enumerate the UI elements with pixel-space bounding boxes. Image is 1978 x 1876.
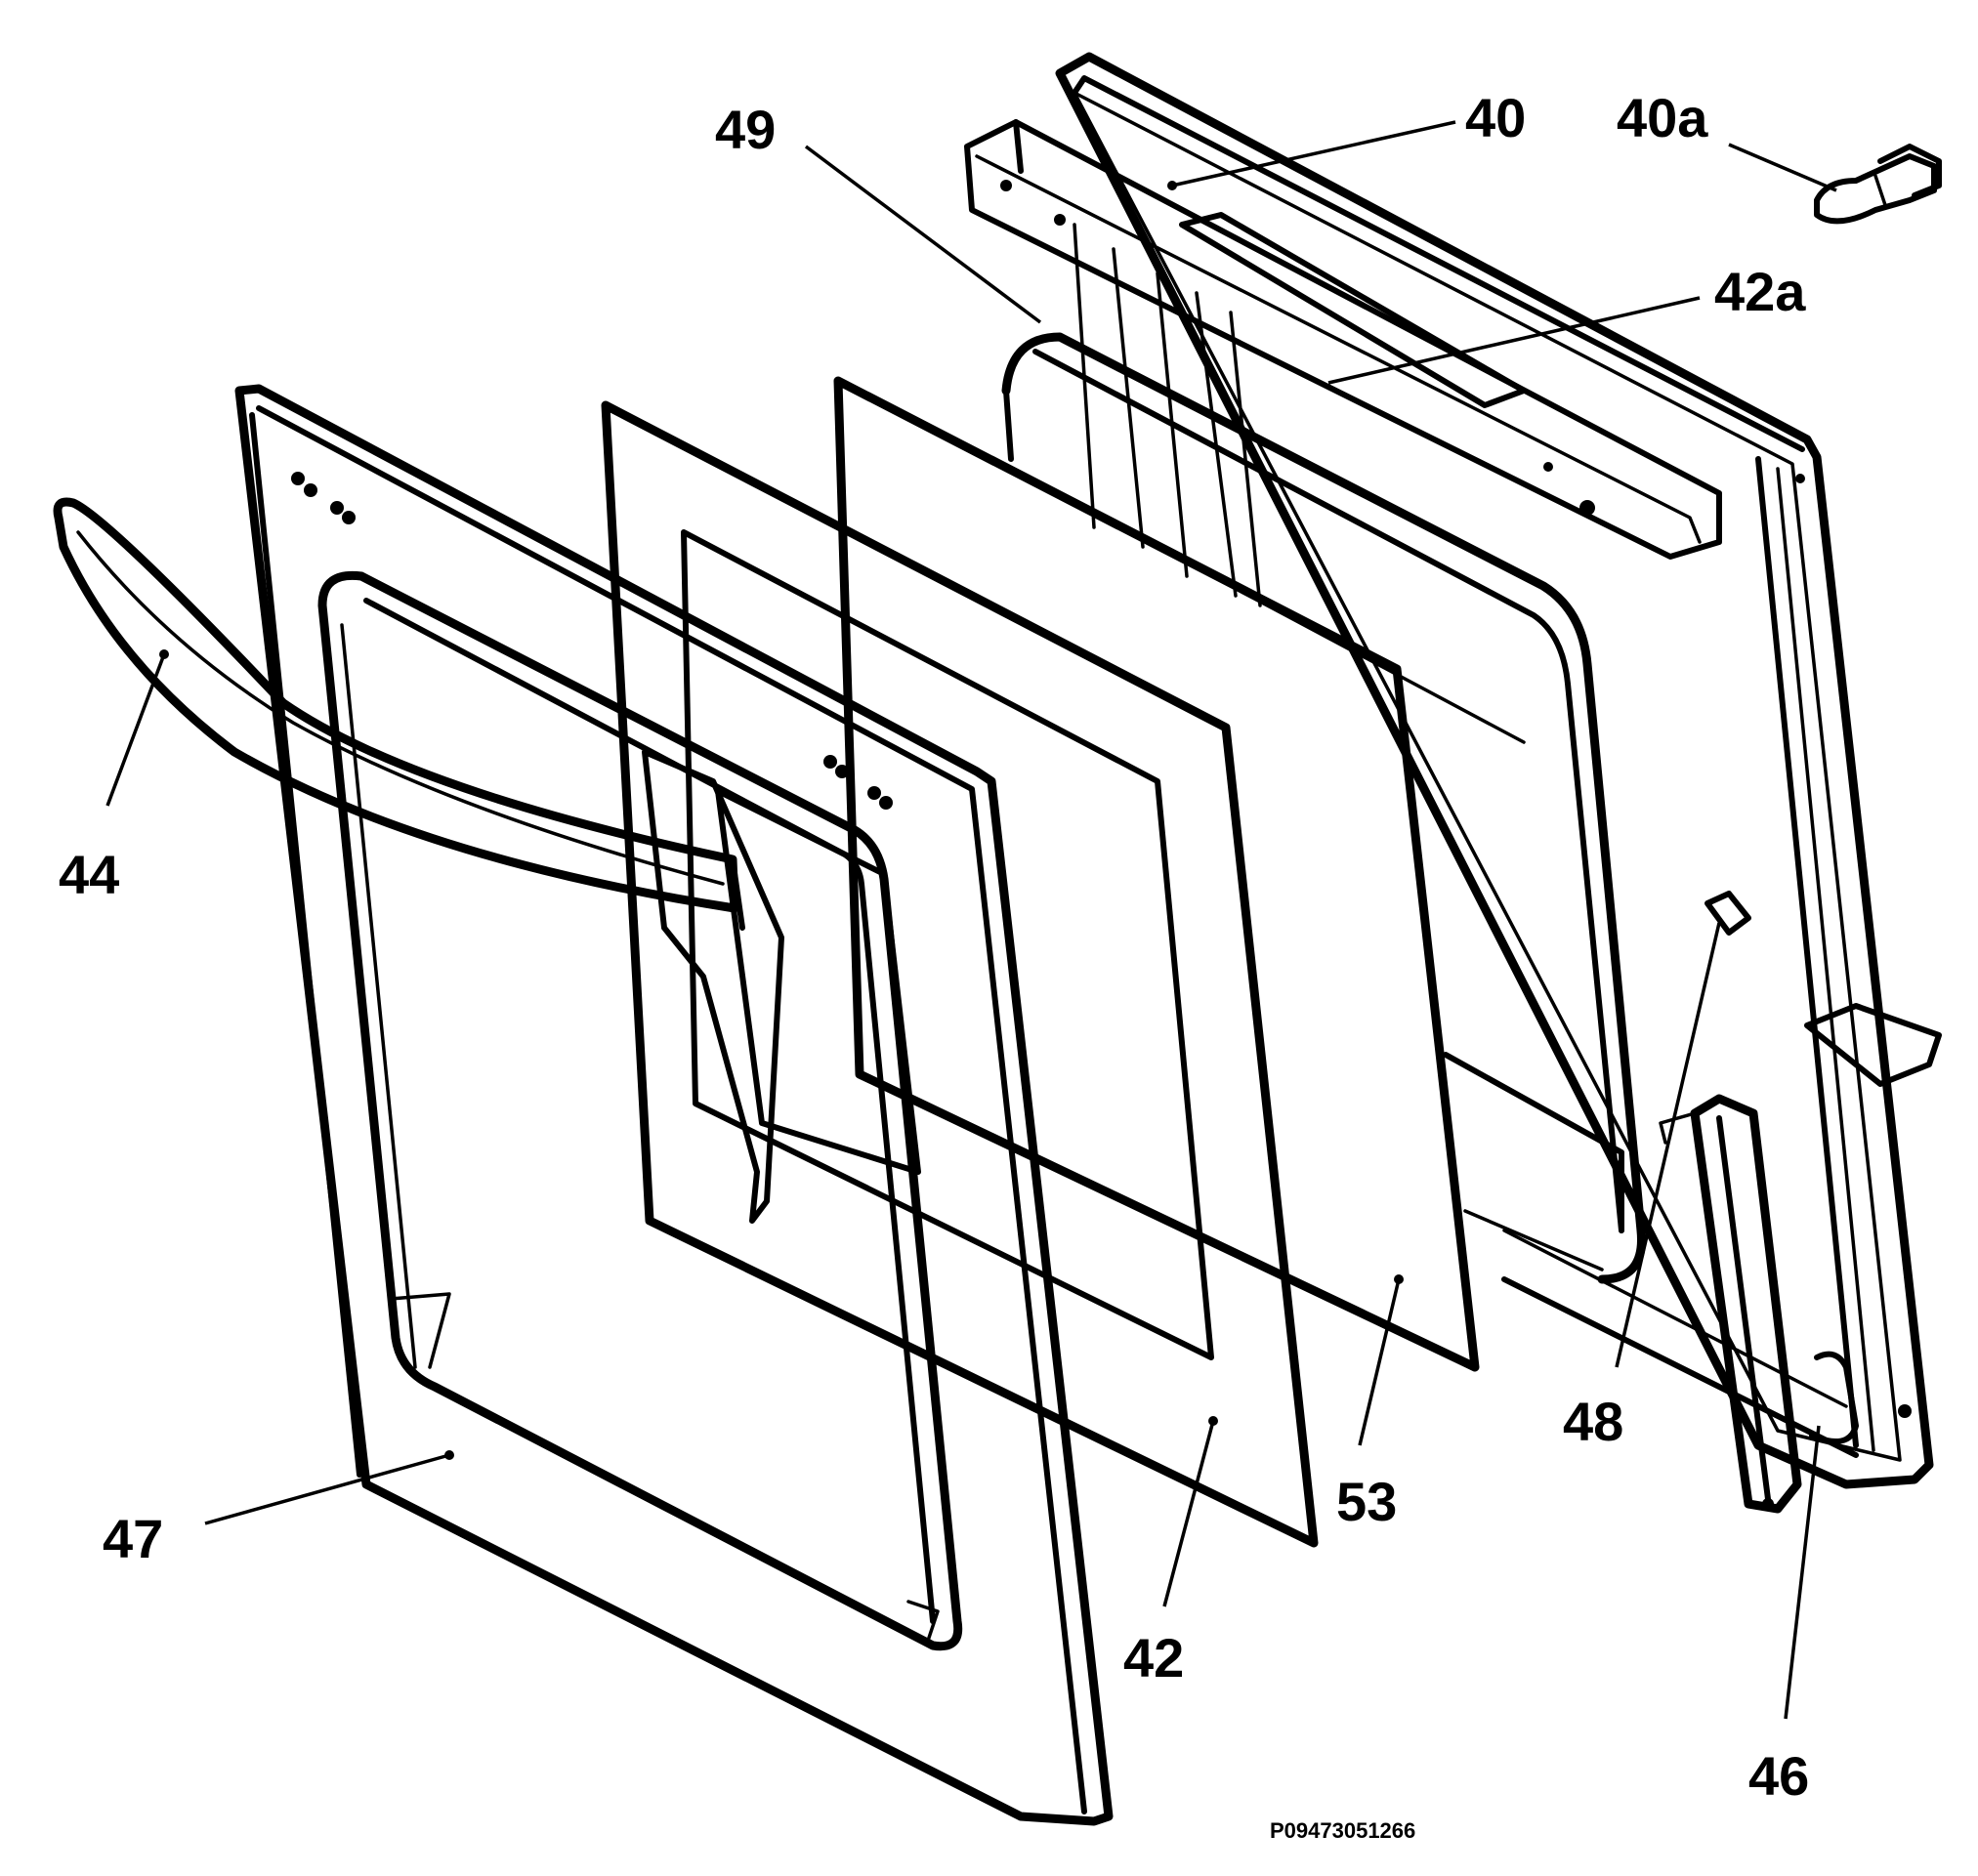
part-labels: 40 40a 42a 49 44 47 42 53 48 46 P0947305… — [59, 87, 1809, 1843]
part-53-glass-panel — [833, 376, 1480, 1372]
label-46: 46 — [1748, 1745, 1809, 1807]
label-47: 47 — [103, 1508, 163, 1569]
label-40a: 40a — [1617, 87, 1708, 148]
leader-53 — [1358, 1278, 1401, 1446]
label-40: 40 — [1465, 87, 1526, 148]
leader-42a — [1327, 296, 1701, 385]
top-hinge-bracket — [964, 119, 1722, 560]
label-44: 44 — [59, 844, 119, 905]
part-49-rails — [1073, 212, 1527, 607]
label-49: 49 — [715, 99, 776, 160]
leader-40a — [1728, 143, 1837, 192]
leader-48 — [1615, 922, 1721, 1368]
leader-42 — [1162, 1420, 1215, 1607]
part-42-glass-panel — [601, 400, 1319, 1548]
leader-44 — [105, 653, 166, 807]
leader-lines — [105, 120, 1837, 1720]
part-40-inner-frame — [1055, 52, 1934, 1489]
part-44-handle — [53, 497, 745, 931]
label-42: 42 — [1123, 1627, 1184, 1688]
part-42a-inner-glass — [1001, 332, 1859, 1458]
drawing-code: P09473051266 — [1270, 1818, 1415, 1843]
part-46-hinge — [1659, 1094, 1859, 1514]
part-48-knob — [1704, 891, 1751, 936]
label-42a: 42a — [1714, 261, 1806, 322]
leader-47 — [204, 1453, 450, 1525]
label-53: 53 — [1336, 1471, 1397, 1532]
leader-40 — [1171, 120, 1456, 188]
leader-49 — [804, 145, 1042, 324]
leader-46 — [1784, 1425, 1821, 1720]
part-47-outer-door — [234, 384, 1114, 1826]
label-48: 48 — [1563, 1391, 1623, 1452]
